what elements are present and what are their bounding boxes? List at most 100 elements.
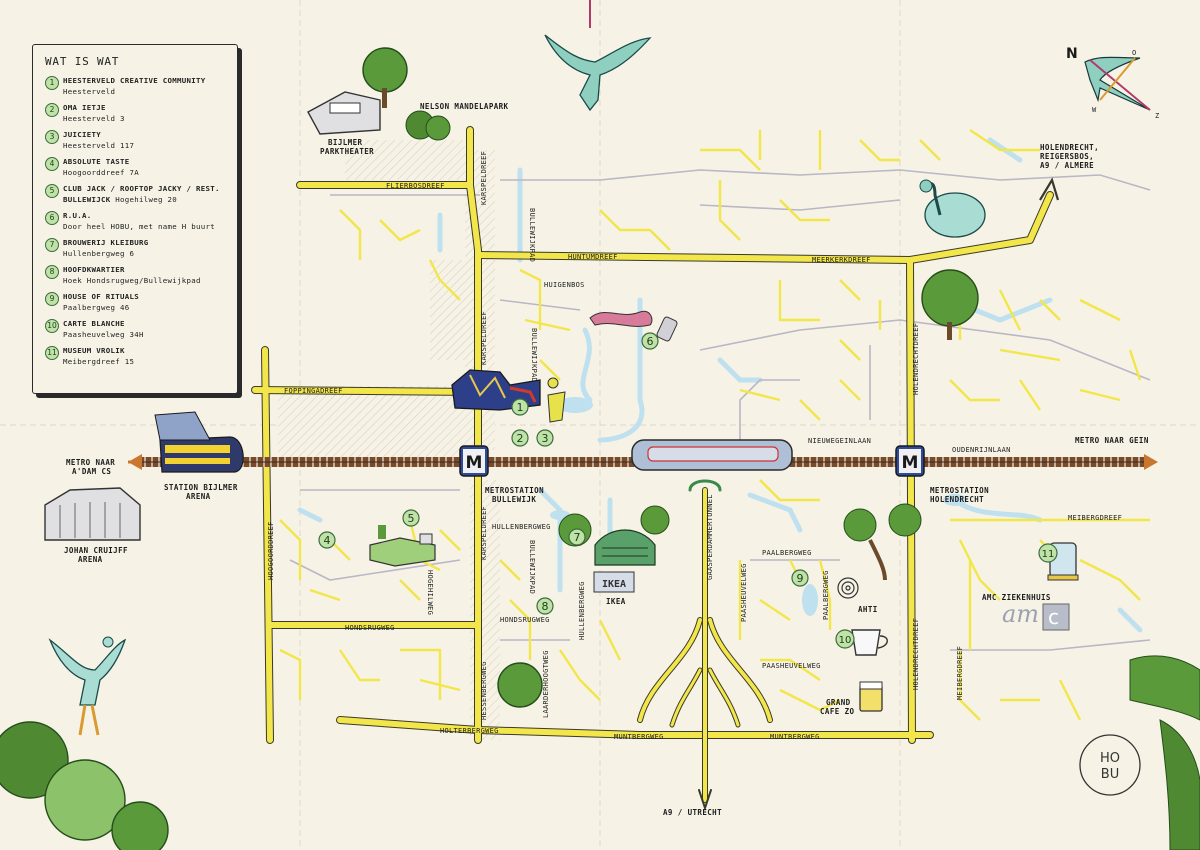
pin-10[interactable]: 10 [835, 629, 855, 649]
ikea-sign: IKEA [602, 579, 626, 590]
arena-stadium-icon [44, 487, 141, 541]
juice-drinks-icon [547, 377, 566, 423]
coffee-cup-icon [851, 629, 888, 656]
label-holendrecht-dest-1: HOLENDRECHT, [1040, 143, 1099, 152]
pin-7[interactable]: 7 [568, 528, 586, 546]
street-hogehil: HOGEHILWEG [426, 570, 434, 615]
legend-list: 1 HEESTERVELD CREATIVE COMMUNITY Heester… [45, 76, 229, 367]
water [297, 137, 1143, 633]
legend-name: BROUWERIJ KLEIBURG [63, 238, 149, 247]
street-gaasperdam: GAASPERDAMMERTUNNEL [706, 494, 714, 580]
street-labels: FLIERBOSDREEF KARSPELDREEF BULLEWIJKPAD … [267, 151, 1122, 741]
street-hullenberg-vertical: HULLENBERGWEG [578, 581, 586, 640]
street-paalberg: PAALBERGWEG [762, 549, 812, 557]
pin-11[interactable]: 11 [1038, 543, 1058, 563]
place-labels: NELSON MANDELAPARK BIJLMER PARKTHEATER H… [64, 102, 1149, 817]
street-paasheuvel-vertical: PAASHEUVELWEG [740, 563, 748, 622]
street-laarderhoogt: LAARDERHOOGTWEG [542, 650, 550, 718]
pin-3[interactable]: 3 [536, 429, 554, 447]
street-oudenrijn: OUDENRIJNLAAN [952, 446, 1011, 454]
legend-num: 6 [45, 211, 59, 225]
street-bullewijkpad-north: BULLEWIJKPAD [528, 208, 536, 262]
street-karspel-north: KARSPELDREEF [480, 151, 488, 205]
svg-text:3: 3 [542, 432, 549, 445]
label-metro-east: METRO NAAR GEIN [1075, 436, 1149, 445]
legend-item-1[interactable]: 1 HEESTERVELD CREATIVE COMMUNITY Heester… [45, 76, 229, 97]
label-grand-1: GRAND [826, 698, 851, 707]
label-ikea: IKEA [606, 597, 626, 606]
street-hondsrug-east: HONDSRUGWEG [500, 616, 550, 624]
street-huigenbos: HUIGENBOS [544, 281, 585, 289]
street-foppinga: FOPPINGADREEF [284, 387, 343, 395]
svg-text:2: 2 [517, 432, 524, 445]
svg-text:7: 7 [574, 531, 581, 544]
compass: N O W Z [1066, 46, 1159, 120]
main-roads [252, 127, 1053, 743]
legend-item-6[interactable]: 6 R.U.A.Door heel HOBU, met name H buurt [45, 211, 229, 232]
metro-bullewijk-m-icon: M [459, 445, 489, 477]
tree-holendrecht-south-icon [843, 503, 922, 581]
street-fliersbos: FLIERBOSDREEF [386, 182, 445, 190]
pin-1[interactable]: 1 [511, 398, 529, 416]
label-station-arena-1: STATION BIJLMER [164, 483, 238, 492]
street-meiberg-vertical: MEIBERGDREEF [956, 646, 964, 700]
street-paasheuvel: PAASHEUVELWEG [762, 662, 821, 670]
legend-addr: Heesterveld 117 [63, 140, 135, 150]
compass-w: W [1092, 106, 1097, 114]
tree-icon [362, 47, 451, 141]
pin-2[interactable]: 2 [511, 429, 529, 447]
location-pins: 1 2 3 4 5 6 7 8 9 10 11 [318, 332, 1058, 649]
bird-top-icon [544, 0, 652, 112]
svg-text:6: 6 [647, 335, 654, 348]
svg-text:11: 11 [1042, 549, 1055, 560]
train-icon [154, 411, 244, 473]
ahti-spiral-icon [837, 577, 859, 599]
legend-name: JUICIETY [63, 130, 101, 139]
legend-addr: Paalbergweg 46 [63, 302, 130, 312]
svg-text:1: 1 [517, 401, 524, 414]
pin-6[interactable]: 6 [641, 332, 659, 350]
train-center-icon [631, 439, 793, 471]
club-jack-building-icon [369, 525, 436, 567]
amc-logo-icon: am c [1002, 600, 1070, 631]
peacock-icon [919, 179, 986, 238]
ponds [550, 397, 967, 616]
street-muntberg-east: MUNTBERGWEG [770, 733, 820, 741]
label-ms-holendrecht-2: HOLENDRECHT [930, 495, 984, 504]
trees-bottom-left-icon [0, 721, 169, 850]
street-hessenberg: HESSENBERGWEG [480, 661, 488, 720]
legend-item-5[interactable]: 5 CLUB JACK / ROOFTOP JACKY / REST. BULL… [45, 184, 229, 205]
compass-n: N [1066, 46, 1078, 62]
label-station-arena-2: ARENA [186, 492, 211, 501]
ikea-store-icon: IKEA [593, 571, 635, 593]
pin-5[interactable]: 5 [402, 509, 420, 527]
legend-addr: Hogehilweg 20 [115, 194, 177, 204]
plant-bottom-right-icon [1129, 655, 1200, 850]
svg-text:8: 8 [542, 600, 549, 613]
legend-name: HEESTERVELD CREATIVE COMMUNITY [63, 76, 206, 85]
legend-addr: Meibergdreef 15 [63, 356, 135, 366]
pin-8[interactable]: 8 [536, 597, 554, 615]
label-nelson-mandelapark: NELSON MANDELAPARK [420, 102, 509, 111]
legend-num: 9 [45, 292, 59, 306]
legend-name: HOUSE OF RITUALS [63, 292, 139, 301]
legend-name: CARTE BLANCHE [63, 319, 125, 328]
street-holendrechtdreef-north: HOLENDRECHTDREEF [912, 323, 920, 395]
svg-text:10: 10 [839, 635, 852, 646]
street-hullenberg: HULLENBERGWEG [492, 523, 551, 531]
street-bullewijkpad-mid: BULLEWIJKPAD [530, 328, 538, 382]
legend-num: 8 [45, 265, 59, 279]
pin-9[interactable]: 9 [791, 569, 809, 587]
label-amc: AMC ZIEKENHUIS [982, 593, 1051, 602]
legend-num: 3 [45, 130, 59, 144]
street-meerkerk: MEERKERKDREEF [812, 256, 871, 264]
pin-4[interactable]: 4 [318, 531, 336, 549]
